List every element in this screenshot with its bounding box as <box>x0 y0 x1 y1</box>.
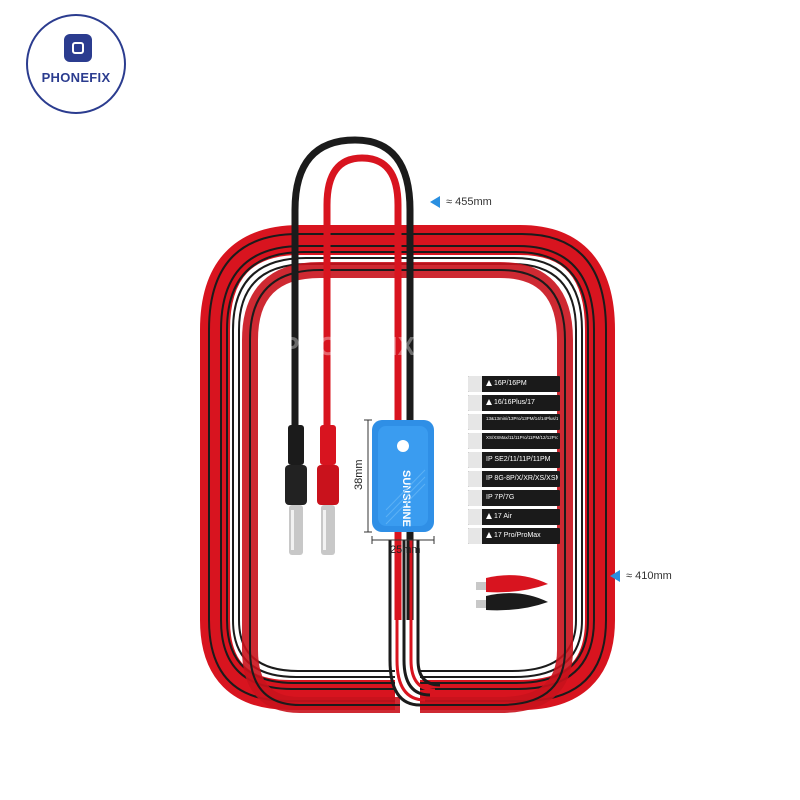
triangle-icon <box>486 513 492 519</box>
callout-arrow-icon <box>610 570 620 582</box>
banana-plug-black <box>285 425 307 555</box>
flex-card: IP 7P/7G <box>468 490 560 506</box>
flex-card-label: XS/XSMax/11/11Pro/11PM/12/12Pro/12PM/15/… <box>486 435 558 440</box>
flex-card-label: IP SE2/11/11P/11PM <box>486 456 551 463</box>
flex-card-label: 13&13mini/13Pro/13PM/14/14Plus/14Pro/14P… <box>486 416 558 421</box>
flex-card-label: 17 Pro/ProMax <box>494 532 541 539</box>
coil-length-text: ≈ 410mm <box>626 570 672 582</box>
triangle-icon <box>486 380 492 386</box>
flex-card-label: 16/16Plus/17 <box>494 399 535 406</box>
sunshine-box: SUNSHINE <box>372 420 434 532</box>
logo-mark-icon <box>64 34 92 62</box>
lead-loop <box>291 136 414 620</box>
banana-plug-red <box>317 425 339 555</box>
flex-card: XS/XSMax/11/11Pro/11PM/12/12Pro/12PM/15/… <box>468 433 560 449</box>
flex-card-label: IP 7P/7G <box>486 494 515 501</box>
flex-card: 17 Air <box>468 509 560 525</box>
dimension-lines <box>364 419 435 544</box>
coil-length-callout: ≈ 410mm <box>610 570 672 582</box>
watermark: PHONEFIX <box>282 331 416 361</box>
box-brand-text: SUNSHINE <box>400 470 412 527</box>
flex-card: IP 8G-8P/X/XR/XS/XSM <box>468 471 560 487</box>
alligator-clip-red <box>476 575 548 593</box>
flex-card-label: IP 8G-8P/X/XR/XS/XSM <box>486 475 558 482</box>
flex-card-label: 17 Air <box>494 513 512 520</box>
box-output-cables <box>388 540 441 707</box>
flex-card: IP SE2/11/11P/11PM <box>468 452 560 468</box>
triangle-icon <box>486 399 492 405</box>
loop-length-callout: ≈ 455mm <box>430 196 492 208</box>
flex-card-label: 16P/16PM <box>494 380 527 387</box>
flex-card: 16/16Plus/17 <box>468 395 560 411</box>
flex-card: 16P/16PM <box>468 376 560 392</box>
phonefix-logo: PHONEFIX <box>26 14 126 114</box>
flex-card: 13&13mini/13Pro/13PM/14/14Plus/14Pro/14P… <box>468 414 560 430</box>
triangle-icon <box>486 532 492 538</box>
alligator-clip-black <box>476 593 548 611</box>
loop-length-text: ≈ 455mm <box>446 196 492 208</box>
box-width-label: 25mm <box>390 544 421 556</box>
box-height-label: 38mm <box>353 459 365 490</box>
flex-card: 17 Pro/ProMax <box>468 528 560 544</box>
callout-arrow-icon <box>430 196 440 208</box>
logo-text: PHONEFIX <box>41 70 111 85</box>
